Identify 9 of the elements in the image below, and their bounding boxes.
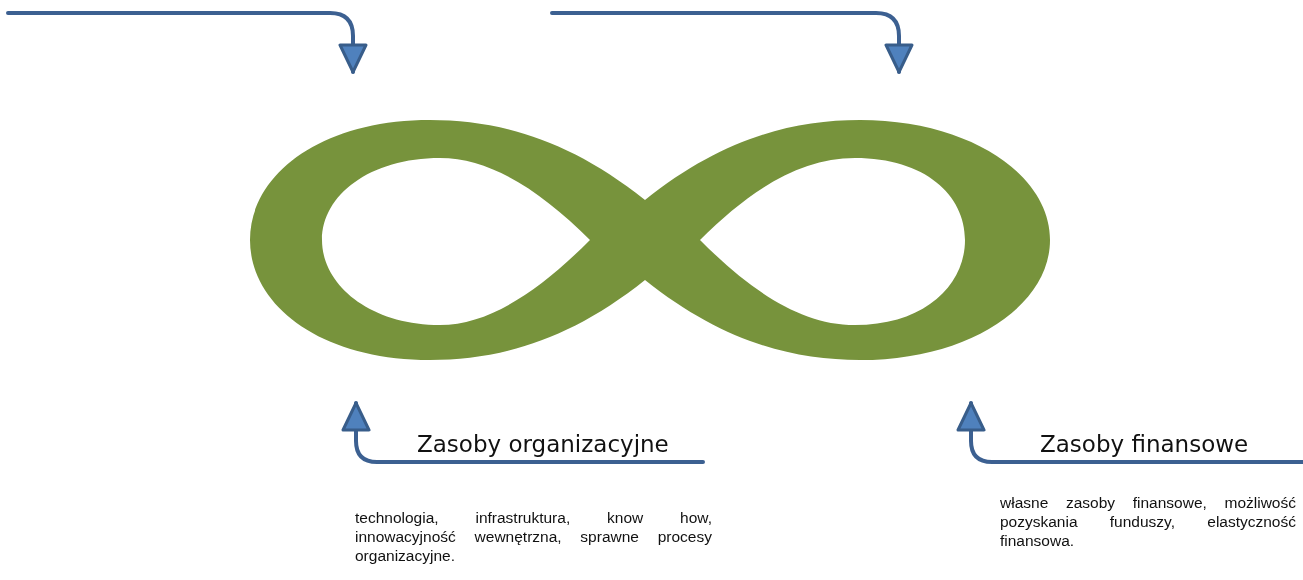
heading: Zasoby organizacyjne	[405, 428, 703, 460]
heading: Zasoby finansowe	[1000, 428, 1303, 460]
description-text: własne zasoby finansowe, możliwość pozyskania funduszy, elastyczność finansowa.	[1000, 493, 1296, 550]
description-text: technologia, infrastruktura, know how, innowacyjność wewnętrzna, sprawne procesy organizacyjne.	[355, 508, 712, 565]
curved-arrow	[6, 11, 368, 74]
curved-arrow	[341, 401, 705, 464]
curved-arrow	[956, 401, 1260, 464]
infinity-shape	[250, 120, 1050, 360]
curved-arrow	[550, 11, 914, 74]
